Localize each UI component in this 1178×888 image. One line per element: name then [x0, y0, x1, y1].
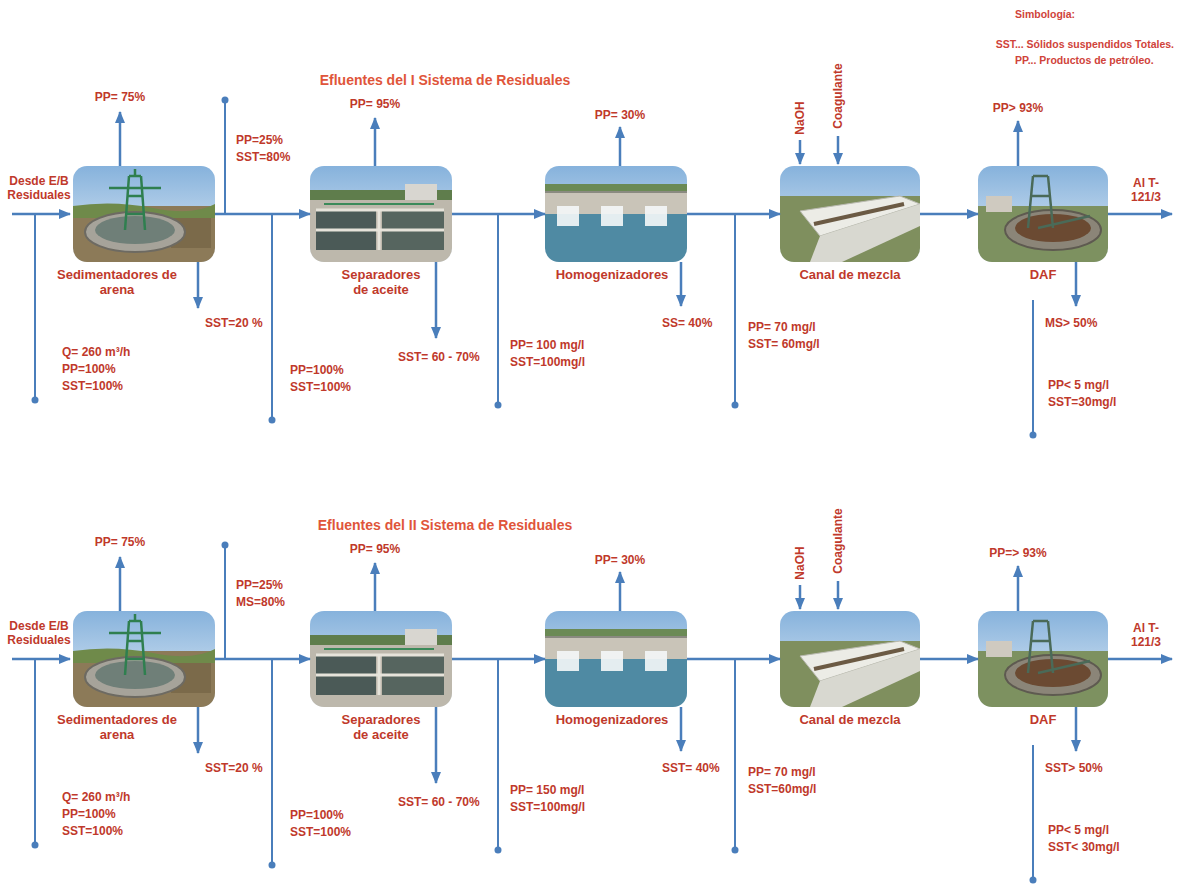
- stream-value: PP= 70 mg/l: [748, 320, 816, 334]
- stream-value: SST=20 %: [205, 316, 263, 330]
- stream-value: PP= 30%: [595, 108, 645, 122]
- stream-value: MS=80%: [236, 595, 285, 609]
- stream-value: SST= 40%: [662, 761, 720, 775]
- process-unit: Separadores de aceite: [310, 166, 452, 262]
- stream-value: PP=25%: [236, 578, 283, 592]
- photo-mixing-channel: [780, 166, 920, 262]
- stream-value: PP=25%: [236, 133, 283, 147]
- outlet-label: Al T-121/3: [1120, 176, 1172, 204]
- stream-value: PP=100%: [62, 362, 116, 376]
- stream-value: SST=20 %: [205, 761, 263, 775]
- stream-value: SST=100%: [290, 825, 351, 839]
- process-unit: Sedimentadores de arena: [73, 611, 215, 707]
- stream-value: SST= 60 - 70%: [398, 795, 480, 809]
- process-unit: DAF: [978, 611, 1108, 707]
- stream-value: PP= 150 mg/l: [510, 783, 584, 797]
- flow-arrow: [687, 658, 780, 661]
- reagent-label: NaOH: [793, 546, 807, 579]
- process-unit: Sedimentadores de arena: [73, 166, 215, 262]
- stream-value: SST=30mg/l: [1048, 395, 1116, 409]
- stream-value: PP= 95%: [350, 97, 400, 111]
- stream-value: Q= 260 m³/h: [62, 345, 130, 359]
- stream-value: SST=100mg/l: [510, 800, 585, 814]
- stream-value: PP= 70 mg/l: [748, 765, 816, 779]
- process-unit: Separadores de aceite: [310, 611, 452, 707]
- process-unit: Homogenizadores: [545, 166, 687, 262]
- stream-value: SST=100%: [290, 380, 351, 394]
- stream-value: PP< 5 mg/l: [1048, 378, 1109, 392]
- flow-arrow: [452, 213, 545, 216]
- reagent-label: Coagulante: [831, 508, 845, 573]
- stream-value: PP< 5 mg/l: [1048, 823, 1109, 837]
- legend-text: Simbología:: [1015, 8, 1075, 21]
- stream-value: PP= 75%: [95, 535, 145, 549]
- flow-arrow: [215, 658, 310, 661]
- unit-name: Homogenizadores: [549, 267, 675, 282]
- unit-name: Sedimentadores de arena: [52, 712, 182, 742]
- unit-name: Sedimentadores de arena: [52, 267, 182, 297]
- stream-value: SST= 60 - 70%: [398, 350, 480, 364]
- stream-value: PP= 100 mg/l: [510, 338, 584, 352]
- process-unit: DAF: [978, 166, 1108, 262]
- stream-value: PP= 75%: [95, 90, 145, 104]
- stream-value: SST< 30mg/l: [1048, 840, 1120, 854]
- flow-arrow: [452, 658, 545, 661]
- unit-name: DAF: [1013, 267, 1073, 282]
- unit-name: Canal de mezcla: [785, 267, 915, 282]
- stream-value: SST=80%: [236, 150, 290, 164]
- process-unit: Homogenizadores: [545, 611, 687, 707]
- section-title: Efluentes del II Sistema de Residuales: [318, 517, 572, 534]
- stream-value: SS= 40%: [662, 316, 712, 330]
- process-unit: Canal de mezcla: [780, 611, 920, 707]
- flow-arrow: [215, 213, 310, 216]
- stream-value: Q= 260 m³/h: [62, 790, 130, 804]
- stream-value: PP= 30%: [595, 553, 645, 567]
- stream-value: PP=100%: [62, 807, 116, 821]
- stream-value: SST=100mg/l: [510, 355, 585, 369]
- stream-value: SST=60mg/l: [748, 782, 816, 796]
- stream-value: PP=> 93%: [989, 546, 1046, 560]
- stream-value: MS> 50%: [1045, 316, 1097, 330]
- stream-value: SST> 50%: [1045, 761, 1103, 775]
- reagent-label: Coagulante: [831, 63, 845, 128]
- photo-sand-settler: [73, 166, 215, 262]
- flow-arrow: [687, 213, 780, 216]
- photo-oil-separator: [310, 166, 452, 262]
- inlet-label: Desde E/B Residuales: [6, 174, 72, 202]
- stream-value: PP=100%: [290, 808, 344, 822]
- unit-name: Separadores de aceite: [333, 267, 429, 297]
- stream-value: PP> 93%: [993, 101, 1043, 115]
- flow-arrow: [920, 658, 978, 661]
- process-unit: Canal de mezcla: [780, 166, 920, 262]
- unit-name: Homogenizadores: [549, 712, 675, 727]
- legend-text: PP... Productos de petróleo.: [1015, 54, 1154, 67]
- unit-name: DAF: [1013, 712, 1073, 727]
- stream-value: SST=100%: [62, 379, 123, 393]
- reagent-label: NaOH: [793, 101, 807, 134]
- stream-value: SST= 60mg/l: [748, 337, 820, 351]
- stream-value: PP=100%: [290, 363, 344, 377]
- photo-homogenizer: [545, 166, 687, 262]
- stream-value: SST=100%: [62, 824, 123, 838]
- stream-value: PP= 95%: [350, 542, 400, 556]
- outlet-label: Al T-121/3: [1120, 621, 1172, 649]
- section-title: Efluentes del I Sistema de Residuales: [320, 72, 571, 89]
- flow-arrow: [920, 213, 978, 216]
- inlet-label: Desde E/B Residuales: [6, 619, 72, 647]
- unit-name: Canal de mezcla: [785, 712, 915, 727]
- legend-text: SST... Sólidos suspendidos Totales.: [996, 38, 1174, 51]
- photo-daf: [978, 166, 1108, 262]
- unit-name: Separadores de aceite: [333, 712, 429, 742]
